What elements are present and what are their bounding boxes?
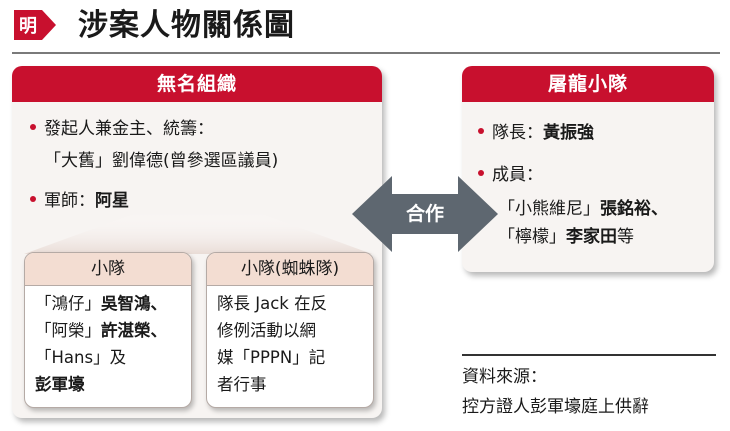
sub-team-box-1: 小隊 「鴻仔」吳智鴻、 「阿榮」許湛榮、 「Hans」及 彭軍壕 <box>24 252 192 408</box>
sub1-line2: 「阿榮」許湛榮、 <box>35 321 167 340</box>
group-title-left: 無名組織 <box>12 66 382 102</box>
sub2-line4: 者行事 <box>217 375 267 394</box>
sub-team-box-2: 小隊(蜘蛛隊) 隊長 Jack 在反 修例活動以網 媒「PPPN」記 者行事 <box>206 252 374 408</box>
source-note: 資料來源： 控方證人彭軍壕庭上供辭 <box>462 362 649 422</box>
advisor-name: 阿星 <box>95 191 129 211</box>
leader-item: 隊長：黃振強 <box>478 118 594 148</box>
founder-name: 「大舊」劉偉德(曾參選區議員) <box>44 151 279 171</box>
group-title-right: 屠龍小隊 <box>462 66 714 102</box>
bullet-icon <box>30 196 36 202</box>
logo-char: 明 <box>19 16 37 37</box>
leader-label: 隊長： <box>492 123 543 143</box>
bullet-icon <box>478 128 484 134</box>
founder-name-line: 「大舊」劉偉德(曾參選區議員) <box>44 146 278 176</box>
group-panel-right: 屠龍小隊 <box>462 66 714 272</box>
double-arrow-icon <box>352 176 498 252</box>
sub2-line3: 媒「PPPN」記 <box>217 348 326 367</box>
sub1-line1: 「鴻仔」吳智鴻、 <box>35 294 167 313</box>
sub-team-title-1: 小隊 <box>25 253 191 286</box>
source-label: 資料來源： <box>462 367 547 387</box>
newspaper-logo: 明 <box>14 10 56 40</box>
page-title: 涉案人物關係圖 <box>78 8 295 43</box>
founder-label: 發起人兼金主、統籌： <box>44 119 214 139</box>
sub-team-title-2: 小隊(蜘蛛隊) <box>207 253 373 286</box>
source-text: 控方證人彭軍壕庭上供辭 <box>462 397 649 417</box>
relation-label: 合作 <box>405 203 444 225</box>
members-line-2: 「檸檬」李家田等 <box>498 227 634 247</box>
members-line-1: 「小熊維尼」張銘裕、 <box>498 199 668 219</box>
advisor-item: 軍師：阿星 <box>30 186 129 216</box>
members-item: 成員： <box>478 160 543 190</box>
advisor-label: 軍師： <box>44 191 95 211</box>
sub1-line4: 彭軍壕 <box>35 375 85 394</box>
sub2-line2: 修例活動以網 <box>217 321 316 340</box>
leader-name: 黃振強 <box>543 123 594 143</box>
members-label: 成員： <box>492 165 543 185</box>
bullet-icon <box>30 124 36 130</box>
bullet-icon <box>478 170 484 176</box>
sub1-line3: 「Hans」及 <box>35 348 127 367</box>
funnel-connector <box>24 212 372 254</box>
header-divider <box>12 52 720 54</box>
source-divider <box>462 354 716 356</box>
sub2-line1: 隊長 Jack 在反 <box>217 294 328 313</box>
founder-item: 發起人兼金主、統籌： <box>30 114 214 144</box>
